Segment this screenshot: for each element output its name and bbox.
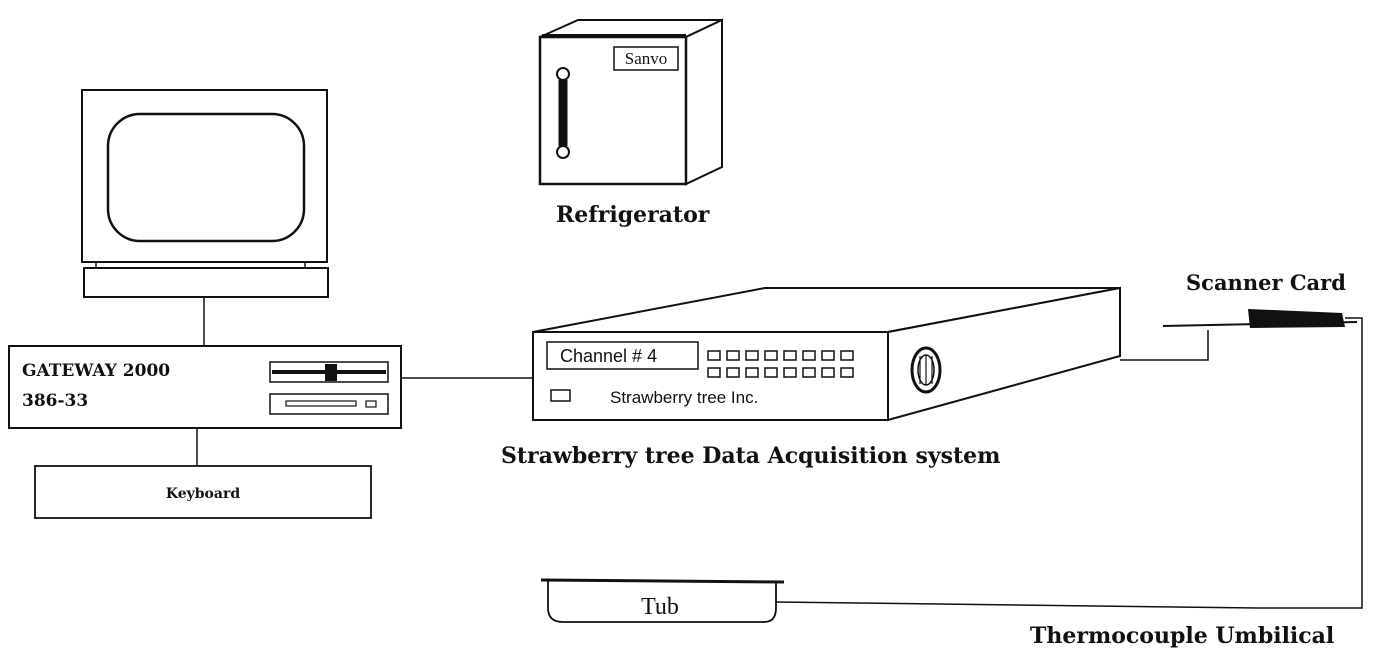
data-acquisition-system: Channel # 4 Strawberry tree Inc. Strawbe… bbox=[501, 286, 1121, 469]
daq-button bbox=[745, 350, 759, 361]
computer: GATEWAY 2000 386-33 bbox=[8, 345, 402, 429]
daq-button bbox=[764, 367, 778, 378]
disk-drive-icon bbox=[269, 393, 389, 415]
daq-maker-text: Strawberry tree Inc. bbox=[610, 388, 758, 407]
daq-fan-icon bbox=[910, 346, 942, 394]
refrigerator-handle-icon bbox=[556, 67, 570, 159]
daq-button bbox=[821, 367, 835, 378]
daq-button bbox=[764, 350, 778, 361]
tub-label: Tub bbox=[641, 594, 679, 620]
keyboard: Keyboard bbox=[34, 465, 372, 519]
scanner-card-caption: Scanner Card bbox=[1186, 270, 1346, 295]
daq-scanner-cable bbox=[1120, 330, 1209, 361]
daq-button bbox=[840, 350, 854, 361]
daq-button bbox=[802, 367, 816, 378]
daq-indicator-icon bbox=[550, 389, 571, 402]
computer-model-label: GATEWAY 2000 bbox=[22, 361, 170, 381]
daq-button bbox=[783, 367, 797, 378]
daq-button-grid bbox=[707, 350, 854, 378]
tub: Tub bbox=[540, 578, 785, 623]
floppy-drive-icon bbox=[269, 361, 389, 383]
scanner-card: Scanner Card bbox=[1162, 270, 1358, 328]
refrigerator: Sanvo Refrigerator bbox=[538, 18, 723, 228]
thermocouple-umbilical-line bbox=[774, 317, 1363, 609]
daq-button bbox=[726, 350, 740, 361]
monitor bbox=[81, 89, 329, 298]
daq-button bbox=[802, 350, 816, 361]
refrigerator-brand-label: Sanvo bbox=[625, 49, 668, 68]
thermocouple-umbilical-caption: Thermocouple Umbilical bbox=[1030, 623, 1334, 649]
computer-cpu-label: 386-33 bbox=[22, 391, 88, 411]
daq-button bbox=[745, 367, 759, 378]
refrigerator-caption: Refrigerator bbox=[556, 202, 710, 228]
daq-button bbox=[783, 350, 797, 361]
daq-button bbox=[840, 367, 854, 378]
keyboard-label: Keyboard bbox=[166, 486, 240, 502]
daq-button bbox=[821, 350, 835, 361]
daq-button bbox=[707, 367, 721, 378]
daq-button bbox=[726, 367, 740, 378]
daq-caption: Strawberry tree Data Acquisition system bbox=[501, 443, 1000, 469]
daq-button bbox=[707, 350, 721, 361]
daq-display-text: Channel # 4 bbox=[560, 346, 657, 366]
